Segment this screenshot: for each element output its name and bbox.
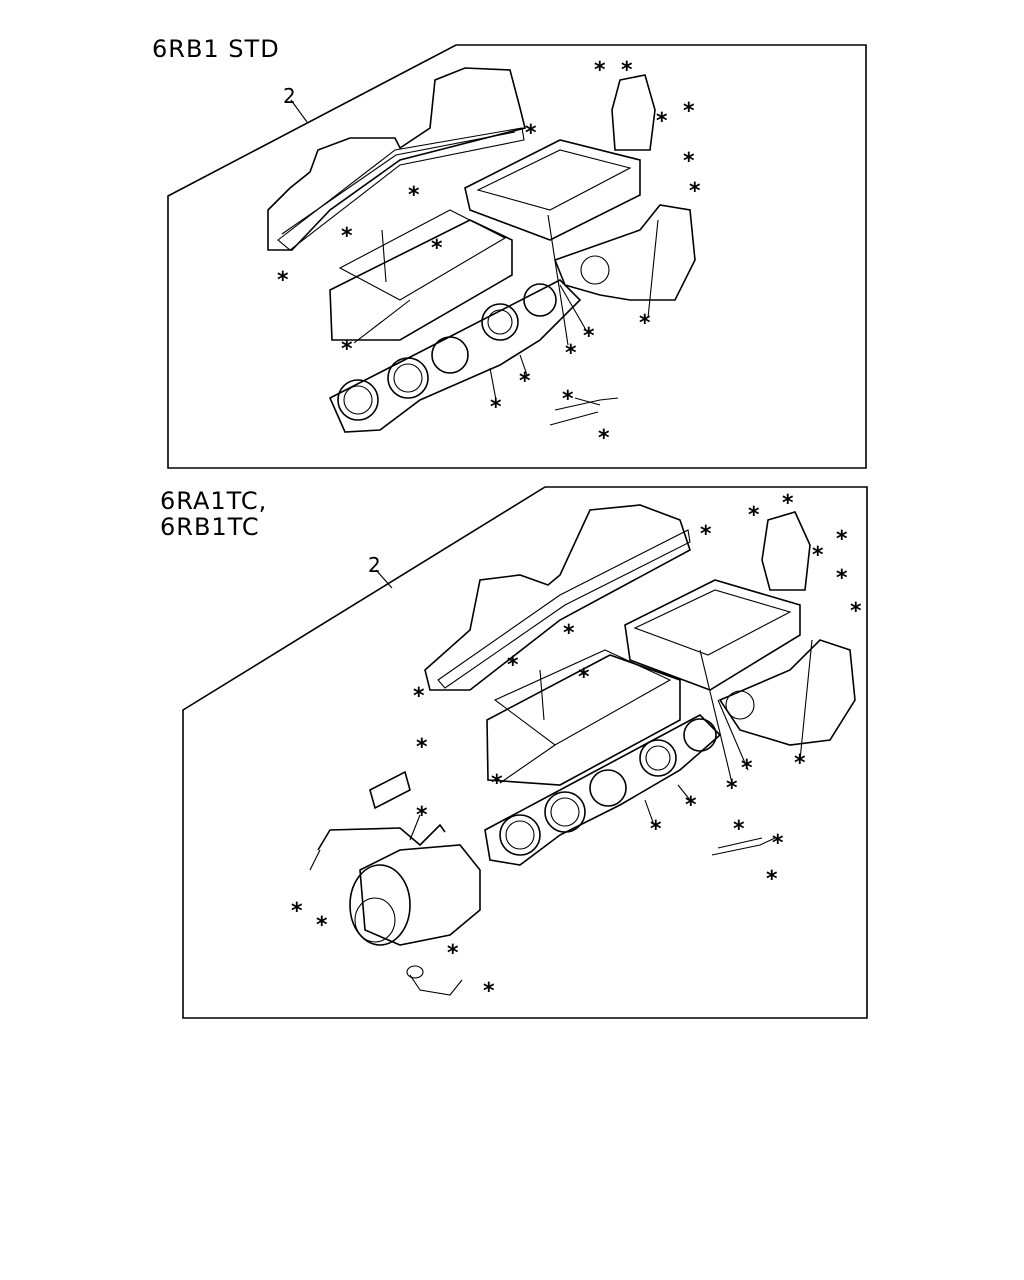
panel-2-title-line-1: 6RA1TC, — [160, 487, 268, 515]
part-marker: * — [483, 979, 495, 1004]
panel-1-frame — [167, 44, 867, 469]
panel-2-title-line-2: 6RB1TC — [160, 513, 260, 541]
panel-2-cylinder-head-gasket — [486, 579, 801, 786]
part-marker: * — [782, 491, 794, 516]
part-marker: * — [812, 543, 824, 568]
part-marker: * — [525, 121, 537, 146]
part-marker: * — [408, 183, 420, 208]
panel-1-head-gasket-bores — [328, 279, 582, 433]
part-marker: * — [656, 109, 668, 134]
part-marker: * — [291, 899, 303, 924]
part-marker: * — [413, 684, 425, 709]
part-marker: * — [650, 817, 662, 842]
part-marker: * — [700, 522, 712, 547]
part-marker: * — [850, 599, 862, 624]
part-marker: * — [416, 803, 428, 828]
part-marker: * — [578, 665, 590, 690]
part-marker: * — [794, 751, 806, 776]
panel-1-cylinder-head-gasket — [329, 139, 641, 341]
panel-2-markers: * * * * * * * * * * * * * * * * * * * * … — [291, 491, 862, 1004]
part-marker: * — [639, 311, 651, 336]
part-marker: * — [341, 224, 353, 249]
panel-2-leader-lines — [409, 639, 813, 841]
part-marker: * — [519, 369, 531, 394]
panel-1-title: 6RB1 STD — [152, 35, 280, 63]
part-marker: * — [689, 179, 701, 204]
panel-1-markers: * * * * * * * * * * * * * * * * * * * — [277, 58, 701, 451]
part-marker: * — [277, 268, 289, 293]
part-marker: * — [621, 58, 633, 83]
part-marker: * — [565, 341, 577, 366]
part-marker: * — [563, 621, 575, 646]
part-marker: * — [733, 817, 745, 842]
panel-2-turbocharger — [309, 770, 776, 996]
panel-2-head-gasket-bores — [484, 714, 722, 866]
part-marker: * — [583, 324, 595, 349]
panel-1-exhaust-manifold — [549, 74, 696, 426]
part-marker: * — [447, 941, 459, 966]
part-marker: * — [683, 149, 695, 174]
part-marker: * — [341, 337, 353, 362]
part-marker: * — [416, 735, 428, 760]
part-marker: * — [562, 387, 574, 412]
part-marker: * — [490, 395, 502, 420]
part-marker: * — [726, 776, 738, 801]
panel-2-exhaust-manifold — [718, 511, 856, 746]
panel-2-rocker-cover-gaskets — [424, 504, 691, 691]
part-marker: * — [772, 831, 784, 856]
part-marker: * — [594, 58, 606, 83]
panel-1-leader-lines — [353, 214, 659, 406]
part-marker: * — [491, 771, 503, 796]
part-marker: * — [683, 99, 695, 124]
part-marker: * — [748, 503, 760, 528]
panel-1-rocker-cover-gaskets — [267, 67, 526, 251]
part-marker: * — [685, 793, 697, 818]
part-marker: * — [741, 756, 753, 781]
part-marker: * — [316, 913, 328, 938]
part-marker: * — [836, 527, 848, 552]
part-marker: * — [836, 566, 848, 591]
part-marker: * — [507, 653, 519, 678]
part-marker: * — [431, 236, 443, 261]
part-marker: * — [766, 867, 778, 892]
part-marker: * — [598, 426, 610, 451]
panel-2-frame — [182, 486, 868, 1019]
